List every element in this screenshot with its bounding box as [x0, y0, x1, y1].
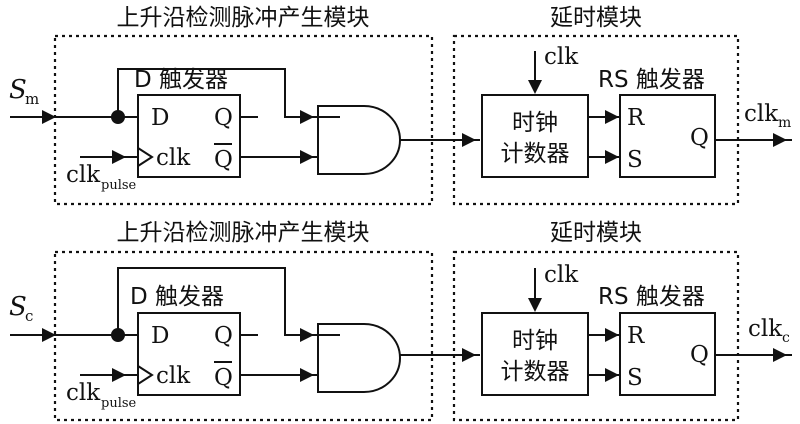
s-input-arrow-icon [605, 368, 619, 382]
clkpulse-arrow-icon [112, 368, 126, 382]
counter-label-line2: 计数器 [501, 359, 570, 385]
module-bottom: 上升沿检测脉冲产生模块 延时模块 S c D 触发器 D Q Q clk clk… [9, 220, 792, 422]
clkpulse-arrow-icon [112, 150, 126, 164]
bypass-wire [117, 267, 318, 336]
clk-input-arrow-icon [528, 298, 542, 312]
delay-module-label: 延时模块 [550, 5, 642, 31]
input-arrow-icon [42, 110, 56, 124]
clkpulse-sub: pulse [101, 178, 137, 193]
clkpulse-main: clk [66, 162, 101, 188]
bypass-wire [117, 68, 318, 118]
dff-clk-label: clk [156, 145, 191, 171]
dff-box [137, 312, 241, 396]
and-gate [317, 323, 401, 393]
rs-r-label: R [627, 105, 645, 131]
s-input-arrow-icon [605, 150, 619, 164]
dff-title: D 触发器 [134, 67, 228, 93]
and-input-arrow-icon [300, 328, 314, 342]
input-signal-sub: m [25, 90, 39, 108]
clkpulse-main: clk [66, 380, 101, 406]
counter-box [481, 94, 589, 178]
rs-s-label: S [627, 147, 643, 173]
dff-qbar-label: Q [214, 147, 233, 173]
counter-input-arrow-icon [462, 348, 476, 362]
output-signal-main: clk [744, 101, 779, 127]
input-signal-main: S [9, 292, 27, 322]
input-arrow-icon [42, 328, 56, 342]
output-arrow-icon [773, 348, 787, 362]
edge-detect-module-label: 上升沿检测脉冲产生模块 [117, 220, 370, 246]
clock-triangle-icon [137, 147, 154, 167]
counter-label-line1: 时钟 [512, 110, 558, 136]
output-arrow-icon [773, 133, 787, 147]
and-input2-arrow-icon [300, 150, 314, 164]
counter-box [481, 312, 589, 396]
clkpulse-sub: pulse [101, 396, 137, 411]
delay-module-box [452, 34, 740, 206]
edge-detect-module-label: 上升沿检测脉冲产生模块 [117, 5, 370, 31]
clk-input-arrow-icon [528, 80, 542, 94]
counter-label-line1: 时钟 [512, 328, 558, 354]
delay-module-box [452, 250, 740, 422]
clock-triangle-icon [137, 365, 154, 385]
rs-r-label: R [627, 323, 645, 349]
rs-title: RS 触发器 [598, 284, 705, 310]
dff-qbar-label: Q [214, 365, 233, 391]
dff-q-label: Q [214, 105, 233, 131]
and-gate [317, 105, 401, 175]
dff-q-label: Q [214, 323, 233, 349]
delay-module-label: 延时模块 [550, 220, 642, 246]
and-input2-arrow-icon [300, 368, 314, 382]
output-signal-sub: c [782, 330, 790, 346]
and-input-arrow-icon [300, 110, 314, 124]
clk-input-label: clk [544, 44, 579, 70]
counter-label-line2: 计数器 [501, 141, 570, 167]
dff-box [137, 94, 241, 178]
rs-box [619, 94, 716, 178]
dff-title: D 触发器 [130, 284, 224, 310]
rs-title: RS 触发器 [598, 67, 705, 93]
input-signal-sub: c [25, 307, 33, 325]
counter-input-arrow-icon [462, 133, 476, 147]
r-input-arrow-icon [605, 328, 619, 342]
output-signal-sub: m [778, 115, 791, 131]
rs-q-label: Q [690, 125, 709, 151]
dff-d-label: D [151, 105, 169, 131]
dff-clk-label: clk [156, 363, 191, 389]
output-signal-main: clk [748, 316, 783, 342]
rs-box [619, 312, 716, 396]
rs-s-label: S [627, 365, 643, 391]
clk-input-label: clk [544, 262, 579, 288]
input-signal-main: S [9, 75, 27, 105]
rs-q-label: Q [690, 342, 709, 368]
dff-d-label: D [151, 323, 169, 349]
r-input-arrow-icon [605, 110, 619, 124]
module-top: 上升沿检测脉冲产生模块 延时模块 S m D 触发器 D Q Q clk clk… [9, 5, 792, 206]
